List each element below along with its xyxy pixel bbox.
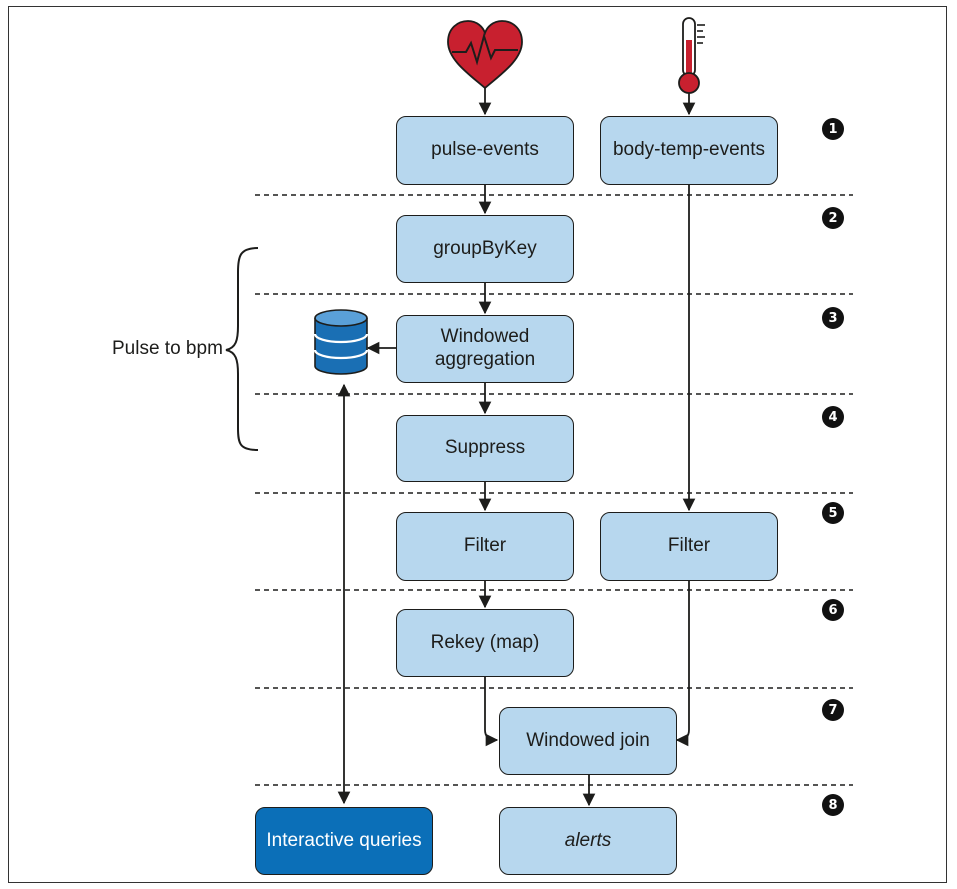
node-group-by-key-label: groupByKey	[433, 237, 537, 259]
database-icon	[313, 309, 369, 375]
node-group-by-key[interactable]: groupByKey	[396, 215, 574, 283]
step-badge-7: 7	[822, 699, 844, 721]
node-body-temp-events-label: body-temp-events	[612, 139, 766, 161]
node-windowed-join-label: Windowed join	[526, 729, 650, 751]
diagram-frame	[8, 6, 947, 883]
heartbeat-icon	[447, 20, 523, 90]
arrow-rekey-to-join	[484, 677, 499, 747]
node-filter-pulse[interactable]: Filter	[396, 512, 574, 581]
step-badge-1: 1	[822, 118, 844, 140]
node-filter-pulse-label: Filter	[463, 535, 507, 557]
arrow-filter-to-join	[675, 581, 690, 747]
node-rekey-label: Rekey (map)	[430, 631, 540, 653]
node-windowed-join[interactable]: Windowed join	[499, 707, 677, 775]
step-badge-3: 3	[822, 307, 844, 329]
brace-label: Pulse to bpm	[112, 338, 223, 359]
node-interactive-queries-label: Interactive queries	[266, 829, 422, 851]
node-filter-temp-label: Filter	[667, 535, 711, 557]
node-pulse-events[interactable]: pulse-events	[396, 116, 574, 185]
node-suppress[interactable]: Suppress	[396, 415, 574, 482]
node-suppress-label: Suppress	[444, 437, 526, 459]
thermometer-icon	[678, 17, 705, 94]
step-badge-8: 8	[822, 794, 844, 816]
node-filter-temp[interactable]: Filter	[600, 512, 778, 581]
step-badge-4: 4	[822, 406, 844, 428]
step-badge-5: 5	[822, 502, 844, 524]
node-alerts[interactable]: alerts	[499, 807, 677, 875]
stage-separators	[255, 194, 853, 786]
node-alerts-label: alerts	[564, 829, 612, 851]
step-badge-2: 2	[822, 207, 844, 229]
node-windowed-aggregation-label: Windowed aggregation	[434, 326, 536, 370]
brace-icon	[225, 247, 259, 451]
node-windowed-aggregation[interactable]: Windowed aggregation	[396, 315, 574, 383]
node-pulse-events-label: pulse-events	[431, 139, 539, 161]
node-body-temp-events[interactable]: body-temp-events	[600, 116, 778, 185]
step-badge-6: 6	[822, 599, 844, 621]
node-rekey[interactable]: Rekey (map)	[396, 609, 574, 677]
node-interactive-queries[interactable]: Interactive queries	[255, 807, 433, 875]
